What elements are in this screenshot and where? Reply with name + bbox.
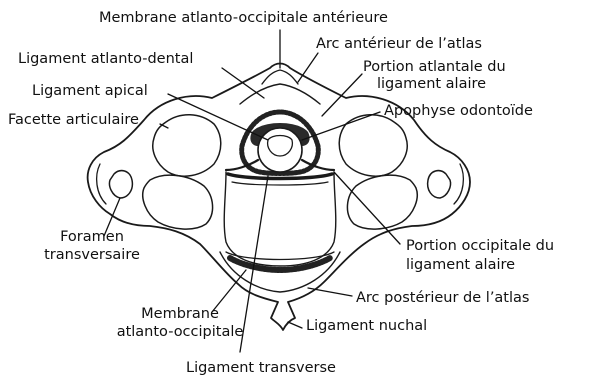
label-facette-articulaire: Facette articulaire	[8, 112, 139, 129]
label-ligament-transverse: Ligament transverse	[186, 360, 336, 377]
leader-arc-posterieur	[308, 288, 352, 296]
label-membrane-atlanto-occipitale-anterieure: Membrane atlanto-occipitale antérieure	[99, 10, 388, 27]
odontoid-process	[258, 128, 302, 172]
label-foramen-line1: Foramen	[22, 229, 162, 246]
label-ligament-atlanto-dental: Ligament atlanto-dental	[18, 51, 193, 68]
label-arc-posterieur: Arc postérieur de l’atlas	[356, 290, 529, 307]
label-portion-atlantale-line2: ligament alaire	[377, 76, 486, 93]
label-portion-occipitale-line1: Portion occipitale du	[406, 238, 554, 255]
label-membrane-atlanto-occipitale-line2: atlanto-occipitale	[80, 324, 280, 341]
leader-nuchal	[288, 322, 302, 328]
label-portion-occipitale-line2: ligament alaire	[406, 257, 515, 274]
label-portion-atlantale-line1: Portion atlantale du	[363, 59, 506, 76]
label-membrane-atlanto-occipitale-line1: Membrane	[80, 306, 280, 323]
label-ligament-apical: Ligament apical	[32, 83, 148, 100]
label-foramen-line2: transversaire	[22, 247, 162, 264]
label-arc-anterieur: Arc antérieur de l’atlas	[316, 36, 482, 53]
label-apophyse-odontoide: Apophyse odontoïde	[384, 103, 533, 120]
label-ligament-nuchal: Ligament nuchal	[306, 318, 427, 335]
